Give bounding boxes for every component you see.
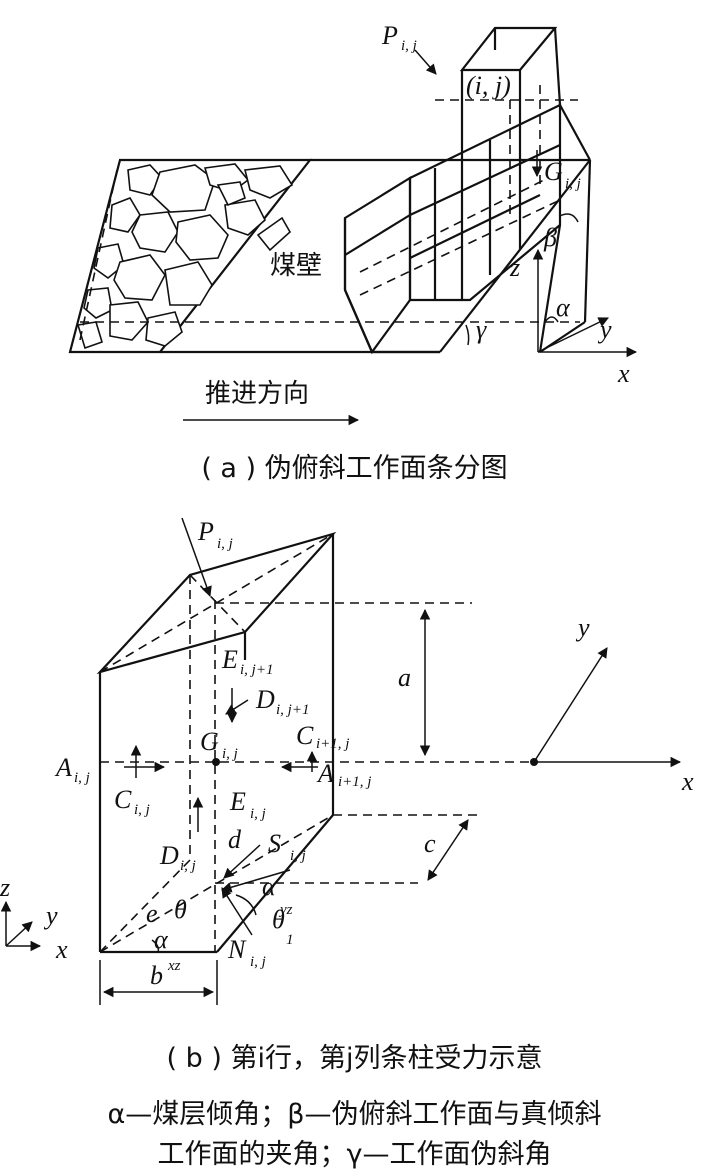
theta1-label: θ <box>272 905 285 934</box>
D-bottom-sub: i, j <box>180 858 196 874</box>
panel-b-G-sub: i, j <box>222 746 238 762</box>
theta1-sub: 1 <box>286 932 294 948</box>
theta1-arc <box>235 894 257 916</box>
panel-a-P-sub: i, j <box>401 38 417 54</box>
dimension-a-label: a <box>398 663 411 692</box>
dimension-b-label: b <box>150 961 163 990</box>
panel-a-x-label: x <box>617 359 630 388</box>
alpha-xz-arc <box>151 939 160 953</box>
C-right-sub: i+1, j <box>316 736 349 752</box>
panel-b-G-label: G <box>200 727 219 756</box>
d-label: d <box>228 825 242 854</box>
C-right-label: C <box>296 721 314 750</box>
rock-fragments <box>76 163 294 350</box>
S-label: S <box>268 829 281 858</box>
small-z-label: z <box>0 873 10 902</box>
advance-direction-label: 推进方向 <box>205 379 309 409</box>
D-bottom-label: D <box>159 841 179 870</box>
gamma-label: γ <box>476 315 487 344</box>
N-sub: i, j <box>250 954 266 970</box>
N-label: N <box>227 935 247 964</box>
cell-index-label: (i, j) <box>466 71 511 100</box>
alpha-yz-label: α <box>262 872 277 901</box>
beta-arc <box>559 213 579 223</box>
e-label: e <box>146 899 158 928</box>
E-top-sub: i, j+1 <box>240 662 273 678</box>
panel-a-G-label: G <box>544 157 563 186</box>
dimension-b-sup: xz <box>167 958 181 974</box>
C-left-sub: i, j <box>134 802 150 818</box>
E-bottom-sub: i, j <box>250 806 266 822</box>
gamma-arc <box>465 324 470 346</box>
legend-line-1: α—煤层倾角；β—伪俯斜工作面与真倾斜 <box>107 1099 602 1130</box>
panel-a-z-label: z <box>509 253 520 282</box>
A-left-label: A <box>54 753 72 782</box>
panel-b-y-label: y <box>575 613 590 642</box>
alpha-xz-label: α <box>154 925 169 954</box>
C-left-label: C <box>114 785 132 814</box>
A-right-label: A <box>316 759 334 788</box>
alpha-yz-sup: yz <box>278 902 293 918</box>
panel-a: P i, j (i, j) G i, j 煤壁 β α γ z y x 推进方向 <box>68 21 638 426</box>
A-right-sub: i+1, j <box>338 774 371 790</box>
caption-a: ( a ) 伪俯斜工作面条分图 <box>201 453 508 484</box>
D-top-sub: i, j+1 <box>276 702 309 718</box>
panel-a-y-label: y <box>597 315 612 344</box>
A-left-sub: i, j <box>74 770 90 786</box>
centroid-point <box>212 758 220 766</box>
panel-a-alpha-label: α <box>556 293 571 322</box>
panel-b-P-sub: i, j <box>217 536 233 552</box>
S-sub: i, j <box>290 848 306 864</box>
E-top-label: E <box>221 645 238 674</box>
coal-wall-label: 煤壁 <box>270 251 322 281</box>
small-x-label: x <box>55 935 68 964</box>
legend-line-2: 工作面的夹角；γ—工作面伪斜角 <box>157 1139 552 1170</box>
E-bottom-label: E <box>229 787 246 816</box>
D-top-label: D <box>255 685 275 714</box>
goaf-rock-zone <box>68 158 313 354</box>
panel-b-x-label: x <box>681 767 694 796</box>
beta-label: β <box>543 223 557 252</box>
panel-a-G-sub: i, j <box>565 176 581 192</box>
alpha-arc <box>544 316 559 323</box>
panel-b: a c b xz P i, j E i, j+1 D i, j+1 G i, j… <box>0 517 694 1005</box>
strip-grid <box>343 26 592 355</box>
panel-a-P-label: P <box>381 21 398 50</box>
small-y-label: y <box>43 901 58 930</box>
theta-label: θ <box>174 895 187 924</box>
caption-b: ( b ) 第i行，第j列条柱受力示意 <box>166 1043 543 1074</box>
panel-b-P-label: P <box>197 517 214 546</box>
dimension-c-label: c <box>424 829 436 858</box>
